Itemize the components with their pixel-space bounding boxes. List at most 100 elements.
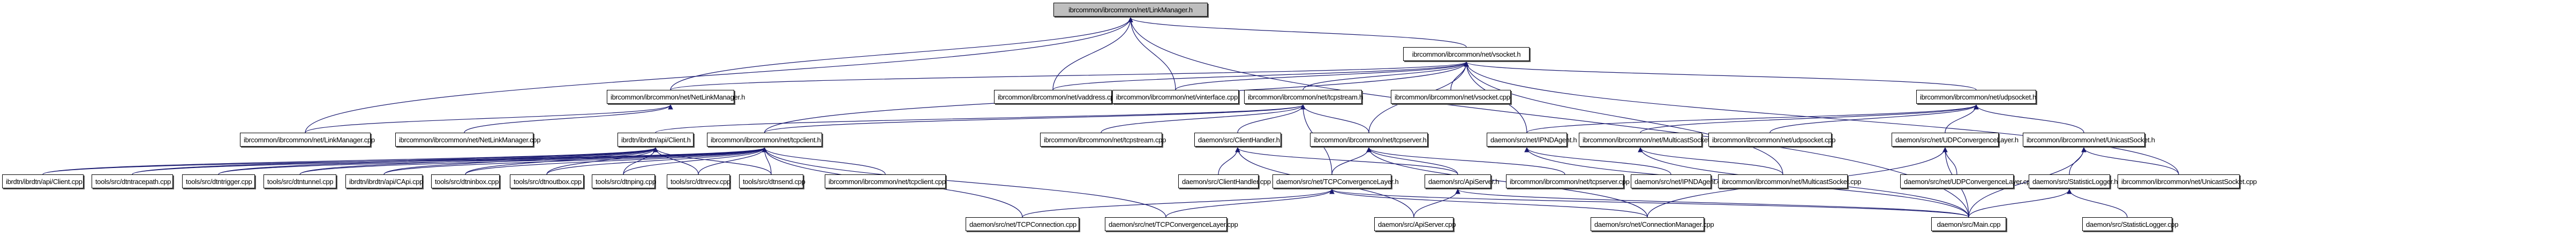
graph-node[interactable]: ibrcommon/ibrcommon/net/tcpstream.cpp: [1040, 133, 1166, 147]
dependency-edge: [1366, 147, 1565, 175]
graph-node[interactable]: ibrcommon/ibrcommon/net/MulticastSocket.…: [1579, 133, 1715, 147]
graph-node[interactable]: tools/src/dtnrecv.cpp: [667, 174, 730, 188]
graph-root-node[interactable]: ibrcommon/ibrcommon/net/LinkManager.h: [1053, 3, 1208, 17]
dependency-edge: [465, 147, 658, 175]
graph-node[interactable]: ibrcommon/ibrcommon/net/udpsocket.h: [1916, 90, 2036, 104]
dependency-edge: [762, 147, 886, 175]
graph-node[interactable]: daemon/src/net/TCPConnection.cpp: [966, 217, 1079, 231]
dependency-edge: [1300, 104, 1369, 133]
dependency-edge: [1464, 62, 1977, 90]
graph-node[interactable]: ibrcommon/ibrcommon/net/vaddress.cpp: [994, 90, 1118, 104]
graph-node[interactable]: ibrcommon/ibrcommon/net/tcpclient.cpp: [825, 174, 946, 188]
dependency-edge: [132, 147, 767, 175]
graph-node[interactable]: daemon/src/net/ConnectionManager.cpp: [1591, 217, 1714, 231]
dependency-edge: [299, 147, 658, 175]
graph-node[interactable]: ibrcommon/ibrcommon/net/udpsocket.cpp: [1708, 133, 1836, 147]
graph-node[interactable]: daemon/src/ClientHandler.h: [1194, 133, 1281, 147]
dependency-edge: [1638, 147, 1783, 175]
dependency-edge: [1329, 189, 1648, 218]
dependency-edge: [1302, 62, 1469, 90]
dependency-edge: [1175, 62, 1469, 90]
dependency-edge: [1526, 104, 1979, 133]
graph-node[interactable]: ibrcommon/ibrcommon/net/tcpclient.h: [707, 133, 822, 147]
dependency-edge: [1974, 104, 2084, 133]
dependency-edge: [546, 147, 658, 175]
graph-node[interactable]: ibrcommon/ibrcommon/net/vsocket.cpp: [1391, 90, 1511, 104]
graph-node[interactable]: ibrcommon/ibrcommon/net/UnicastSocket.h: [2023, 133, 2155, 147]
dependency-edge: [670, 62, 1469, 90]
graph-node[interactable]: ibrcommon/ibrcommon/net/tcpserver.h: [1310, 133, 1428, 147]
dependency-edge: [1769, 104, 1979, 133]
graph-node[interactable]: ibrcommon/ibrcommon/net/LinkManager.cpp: [240, 133, 375, 147]
graph-node[interactable]: tools/src/dtntunnel.cpp: [263, 174, 336, 188]
dependency-edge: [1968, 147, 2087, 218]
graph-node[interactable]: ibrcommon/ibrcommon/net/UnicastSocket.cp…: [2118, 174, 2257, 188]
dependency-edge: [464, 104, 673, 133]
graph-node[interactable]: ibrcommon/ibrcommon/net/vinterface.cpp: [1112, 90, 1239, 104]
dependency-edge: [698, 147, 767, 175]
dependency-edge: [623, 147, 767, 175]
dependency-edge: [1640, 104, 1979, 133]
dependency-edge: [1464, 62, 2179, 175]
dependency-edge: [1237, 104, 1306, 133]
graph-node[interactable]: daemon/src/ApiServer.cpp: [1374, 217, 1456, 231]
dependency-edge: [1968, 189, 2072, 218]
dependency-edge: [1455, 189, 1969, 218]
dependency-edge: [1052, 17, 1133, 90]
dependency-edge: [42, 147, 767, 175]
graph-node[interactable]: daemon/src/net/UDPConvergenceLayer.cpp: [1900, 174, 2034, 188]
graph-node[interactable]: daemon/src/StatisticLogger.cpp: [2082, 217, 2179, 231]
graph-node[interactable]: daemon/src/net/IPNDAgent.cpp: [1631, 174, 1728, 188]
dependency-edge: [653, 147, 772, 175]
graph-node[interactable]: ibrcommon/ibrcommon/net/tcpserver.cpp: [1506, 174, 1630, 188]
graph-node[interactable]: ibrcommon/ibrcommon/net/NetLinkManager.c…: [395, 133, 540, 147]
graph-node[interactable]: tools/src/dtninbox.cpp: [431, 174, 500, 188]
dependency-edge: [42, 147, 658, 175]
graph-node[interactable]: tools/src/dtnping.cpp: [592, 174, 656, 188]
dependency-edge: [1218, 147, 1240, 175]
graph-node[interactable]: daemon/src/StatisticLogger.h: [2029, 174, 2118, 188]
dependency-edge: [1128, 17, 1467, 48]
graph-node[interactable]: ibrcommon/ibrcommon/net/tcpstream.h: [1244, 90, 1363, 104]
dependency-edge: [383, 147, 658, 175]
graph-node[interactable]: daemon/src/net/IPNDAgent.h: [1487, 133, 1577, 147]
dependency-edge: [1524, 147, 1671, 175]
graph-node[interactable]: ibrcommon/ibrcommon/net/MulticastSocket.…: [1718, 174, 1862, 188]
dependency-edge: [299, 147, 767, 175]
graph-node[interactable]: daemon/src/ApiServer.h: [1425, 174, 1499, 188]
dependency-edge: [655, 104, 1306, 133]
dependency-edge: [305, 17, 1133, 133]
graph-node[interactable]: ibrcommon/ibrcommon/net/vsocket.h: [1403, 47, 1530, 61]
graph-node[interactable]: ibrdtn/ibrdtn/api/Client.h: [617, 133, 694, 147]
graph-node[interactable]: ibrdtn/ibrdtn/api/Client.cpp: [2, 174, 84, 188]
dependency-edge: [1464, 62, 1783, 175]
dependency-edge: [1235, 147, 1458, 175]
graph-node[interactable]: daemon/src/net/TCPConvergenceLayer.cpp: [1105, 217, 1238, 231]
graph-node[interactable]: tools/src/dtntracepath.cpp: [92, 174, 173, 188]
graph-node[interactable]: daemon/src/net/UDPConvergenceLayer.h: [1892, 133, 2018, 147]
dependency-edge: [764, 104, 1306, 133]
dependency-edge: [465, 147, 767, 175]
graph-node[interactable]: tools/src/dtntrigger.cpp: [182, 174, 255, 188]
dependency-edge: [305, 104, 673, 133]
graph-node[interactable]: daemon/src/ClientHandler.cpp: [1178, 174, 1271, 188]
dependency-edge: [1366, 147, 1458, 175]
graph-node[interactable]: tools/src/dtnoutbox.cpp: [510, 174, 584, 188]
graph-node[interactable]: ibrdtn/ibrdtn/api/CApi.cpp: [345, 174, 423, 188]
graph-node[interactable]: tools/src/dtnsend.cpp: [739, 174, 805, 188]
dependency-edge: [383, 147, 767, 175]
dependency-edge: [1128, 17, 1176, 90]
graph-node[interactable]: daemon/src/net/TCPConvergenceLayer.h: [1272, 174, 1399, 188]
dependency-edge: [1052, 62, 1469, 90]
graph-node[interactable]: ibrcommon/ibrcommon/net/NetLinkManager.h: [607, 90, 745, 104]
dependency-edge: [218, 147, 767, 175]
dependency-edge: [2067, 189, 2128, 218]
dependency-edge: [1022, 189, 1335, 218]
dependency-edge: [1413, 189, 1460, 218]
dependency-edge: [762, 147, 1166, 218]
dependency-edge: [546, 147, 767, 175]
dependency-edge: [2081, 147, 2179, 175]
graph-node[interactable]: daemon/src/Main.cpp: [1931, 217, 2006, 231]
dependency-edge: [1450, 62, 1469, 90]
